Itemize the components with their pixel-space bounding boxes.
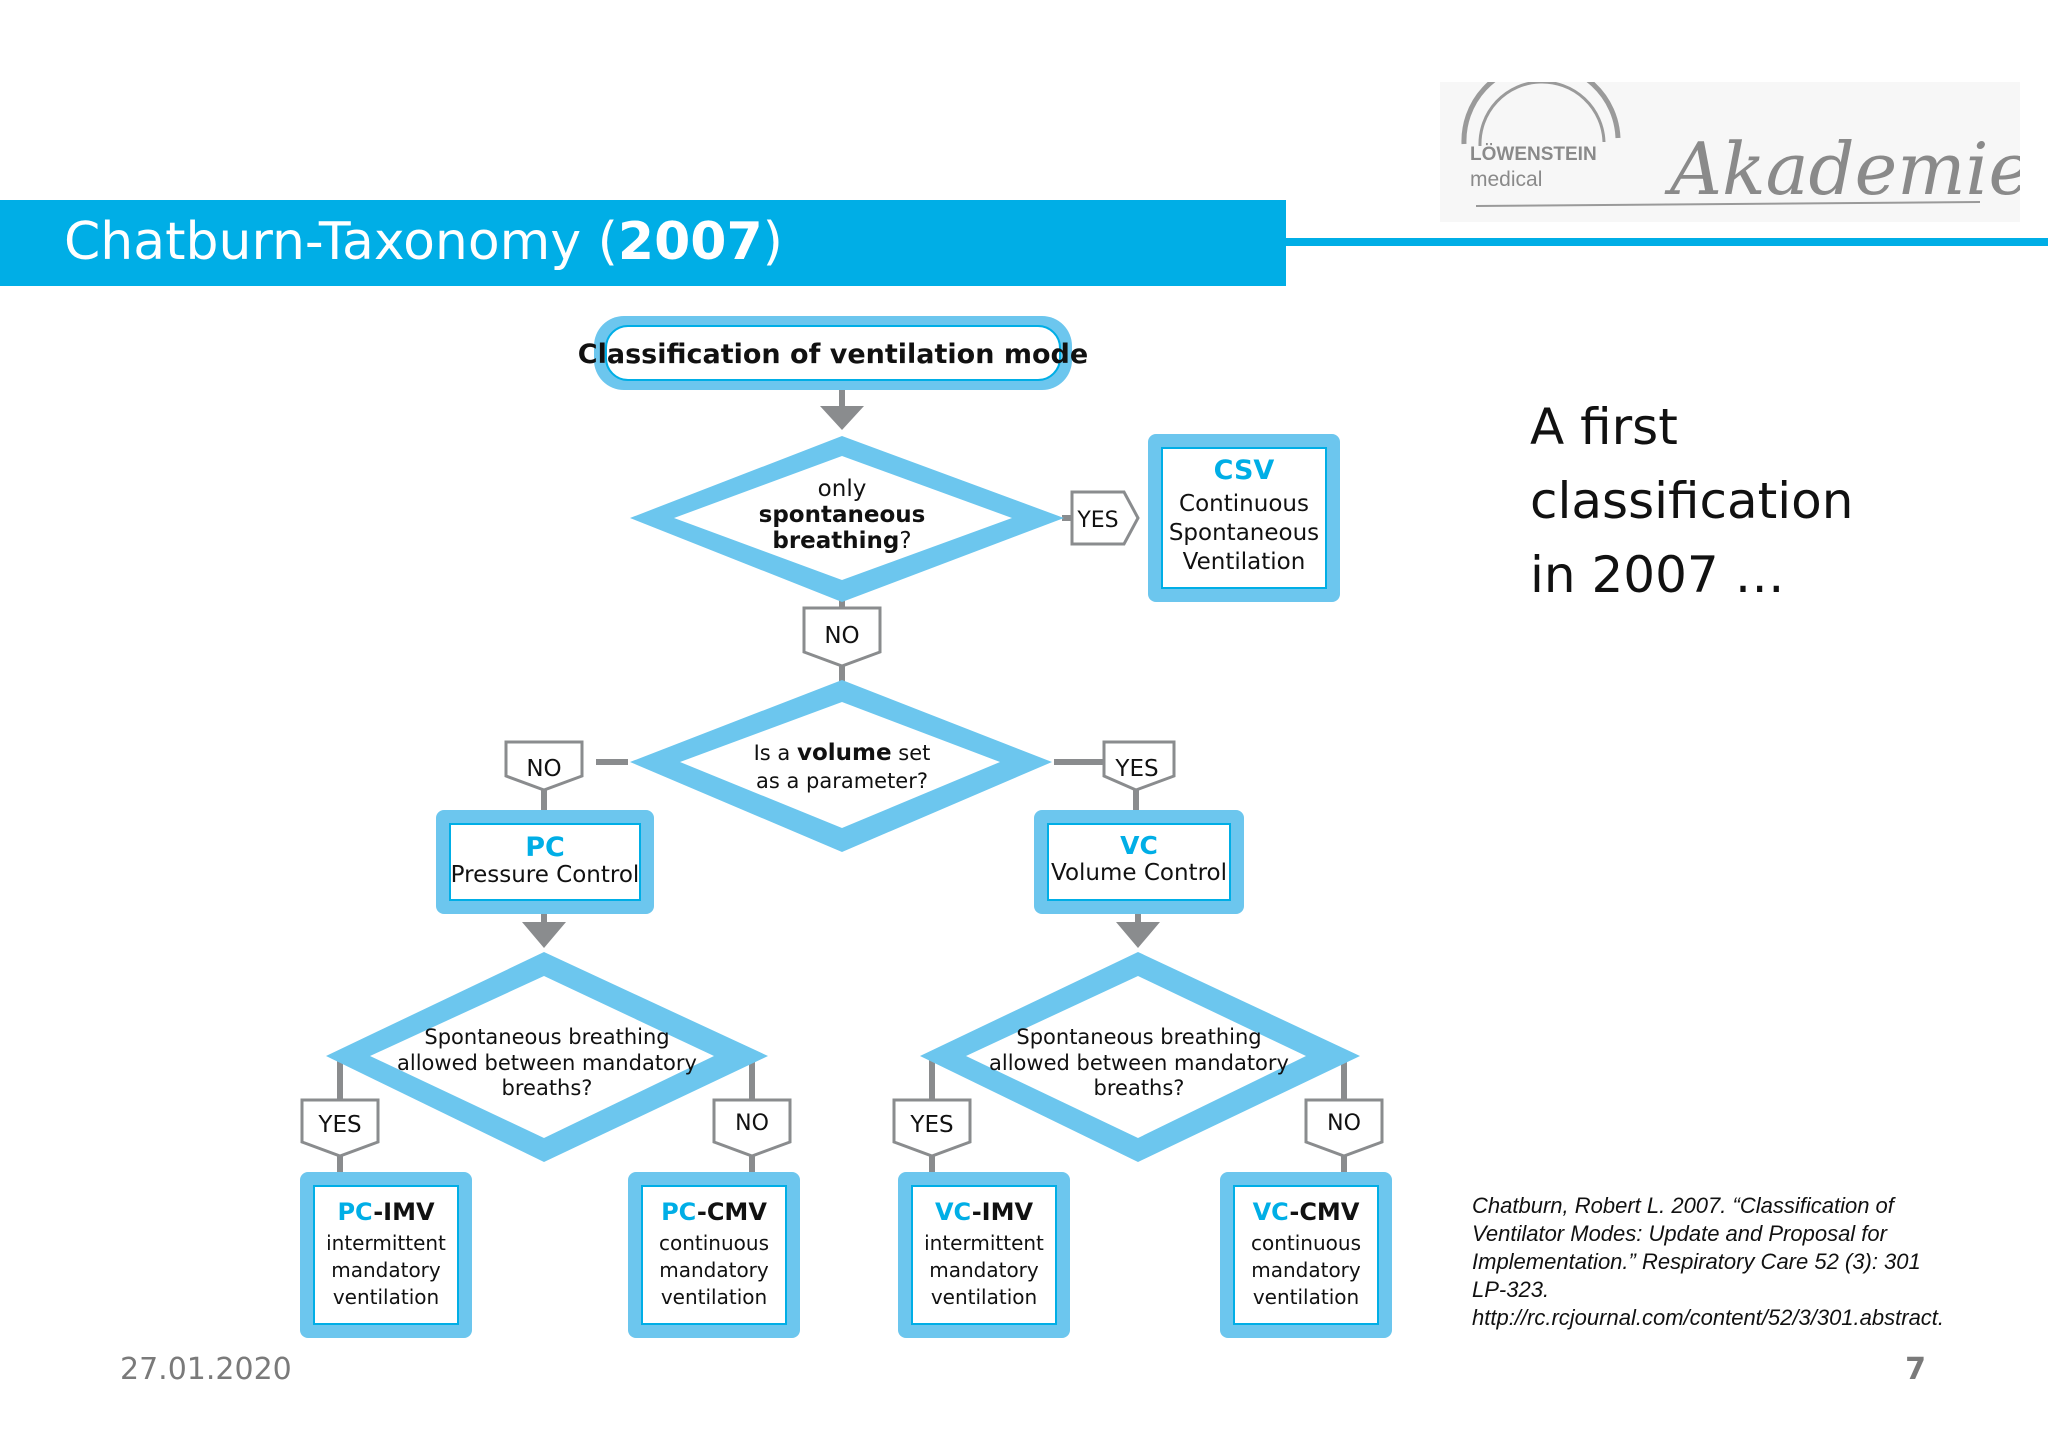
svg-text:intermittent: intermittent <box>326 1231 446 1255</box>
loewenstein-akademie-logo: LÖWENSTEIN medical Akademie <box>1440 82 2020 222</box>
svg-text:breaths?: breaths? <box>1094 1076 1185 1100</box>
arrowheads <box>522 406 1160 948</box>
svg-text:ventilation: ventilation <box>661 1285 767 1309</box>
pc-name: Pressure Control <box>451 862 640 888</box>
side-note-line1: A first <box>1530 398 1678 456</box>
vc-abbr: VC <box>1120 831 1158 860</box>
svg-text:ventilation: ventilation <box>333 1285 439 1309</box>
svg-text:NO: NO <box>1327 1111 1361 1136</box>
q1-diamond: only spontaneous breathing? <box>630 436 1064 602</box>
svg-text:allowed between mandatory: allowed between mandatory <box>397 1051 697 1075</box>
q3-right-no-label: NO <box>1304 1098 1384 1158</box>
vc-box: VC Volume Control <box>1034 810 1244 914</box>
citation-line: Ventilator Modes: Update and Proposal fo… <box>1472 1221 1887 1246</box>
q3-right-diamond: Spontaneous breathing allowed between ma… <box>920 952 1360 1162</box>
csv-line2: Spontaneous <box>1169 520 1319 546</box>
title-bar <box>0 200 1286 286</box>
svg-text:mandatory: mandatory <box>659 1258 769 1282</box>
svg-text:mandatory: mandatory <box>331 1258 441 1282</box>
svg-text:YES: YES <box>317 1112 361 1138</box>
pc-imv-abbr: PC-IMV <box>337 1198 435 1226</box>
logo-script: Akademie <box>1664 127 2020 211</box>
side-note-line2: classification <box>1530 472 1854 530</box>
pc-cmv-box: PC-CMV continuous mandatory ventilation <box>628 1172 800 1338</box>
page-number: 7 <box>1905 1352 1926 1387</box>
citation-url: http://rc.rcjournal.com/content/52/3/301… <box>1472 1305 1945 1330</box>
svg-text:Spontaneous breathing: Spontaneous breathing <box>1016 1025 1261 1049</box>
root-box: Classification of ventilation mode <box>578 316 1088 390</box>
arrow-root-down <box>820 406 864 430</box>
vc-cmv-abbr: VC-CMV <box>1253 1198 1360 1226</box>
svg-text:ventilation: ventilation <box>1253 1285 1359 1309</box>
pc-cmv-abbr: PC-CMV <box>661 1198 767 1226</box>
slide-title: Chatburn-Taxonomy (2007) <box>64 212 783 272</box>
svg-text:NO: NO <box>526 756 561 782</box>
root-label: Classification of ventilation mode <box>578 339 1088 370</box>
pc-imv-box: PC-IMV intermittent mandatory ventilatio… <box>300 1172 472 1338</box>
csv-line3: Ventilation <box>1183 549 1306 575</box>
svg-text:intermittent: intermittent <box>924 1231 1044 1255</box>
vc-imv-abbr: VC-IMV <box>935 1198 1034 1226</box>
svg-text:Spontaneous breathing: Spontaneous breathing <box>424 1025 669 1049</box>
q1-line3: breathing? <box>772 528 911 554</box>
title-rule <box>1286 238 2048 246</box>
logo-sub: medical <box>1470 168 1542 191</box>
svg-text:YES: YES <box>1114 756 1158 782</box>
q2-yes-label: YES <box>1102 740 1176 792</box>
svg-text:mandatory: mandatory <box>929 1258 1039 1282</box>
svg-text:NO: NO <box>735 1111 769 1136</box>
csv-line1: Continuous <box>1179 491 1309 517</box>
svg-text:continuous: continuous <box>659 1231 769 1255</box>
side-note: A first classification in 2007 … <box>1530 390 1853 612</box>
citation-line: LP-323. <box>1472 1277 1550 1302</box>
citation: Chatburn, Robert L. 2007. “Classificatio… <box>1472 1192 2012 1332</box>
logo-brand: LÖWENSTEIN <box>1470 144 1597 165</box>
pc-abbr: PC <box>525 832 565 863</box>
citation-line: Chatburn, Robert L. 2007. “Classificatio… <box>1472 1193 1894 1218</box>
q2-line1: Is a volume set <box>754 740 931 766</box>
q1-line2: spontaneous <box>759 502 926 528</box>
q3-left-diamond: Spontaneous breathing allowed between ma… <box>326 952 768 1162</box>
q1-no-label: NO <box>802 606 882 668</box>
svg-text:allowed between mandatory: allowed between mandatory <box>989 1051 1289 1075</box>
csv-abbr: CSV <box>1214 455 1275 486</box>
csv-box: CSV Continuous Spontaneous Ventilation <box>1148 434 1340 602</box>
vc-cmv-box: VC-CMV continuous mandatory ventilation <box>1220 1172 1392 1338</box>
svg-text:breaths?: breaths? <box>502 1076 593 1100</box>
svg-text:YES: YES <box>1076 508 1118 533</box>
svg-text:YES: YES <box>909 1112 953 1138</box>
q2-no-label: NO <box>504 740 584 792</box>
pc-box: PC Pressure Control <box>436 810 654 914</box>
q1-yes-label: YES <box>1070 490 1140 546</box>
vc-imv-box: VC-IMV intermittent mandatory ventilatio… <box>898 1172 1070 1338</box>
slide-date: 27.01.2020 <box>120 1352 292 1387</box>
q3-right-yes-label: YES <box>892 1098 972 1158</box>
side-note-line3: in 2007 … <box>1530 546 1785 604</box>
q2-diamond: Is a volume set as a parameter? <box>630 680 1052 852</box>
citation-line: Implementation.” Respiratory Care 52 (3)… <box>1472 1249 1921 1274</box>
svg-text:NO: NO <box>824 623 859 649</box>
svg-text:ventilation: ventilation <box>931 1285 1037 1309</box>
arrow-pc-down <box>522 922 566 948</box>
q1-line1: only <box>818 476 867 502</box>
q2-line2: as a parameter? <box>756 769 928 793</box>
arrow-vc-down <box>1116 922 1160 948</box>
vc-name: Volume Control <box>1051 860 1227 886</box>
svg-text:mandatory: mandatory <box>1251 1258 1361 1282</box>
q3-left-no-label: NO <box>712 1098 792 1158</box>
svg-text:continuous: continuous <box>1251 1231 1361 1255</box>
q3-left-yes-label: YES <box>300 1098 380 1158</box>
